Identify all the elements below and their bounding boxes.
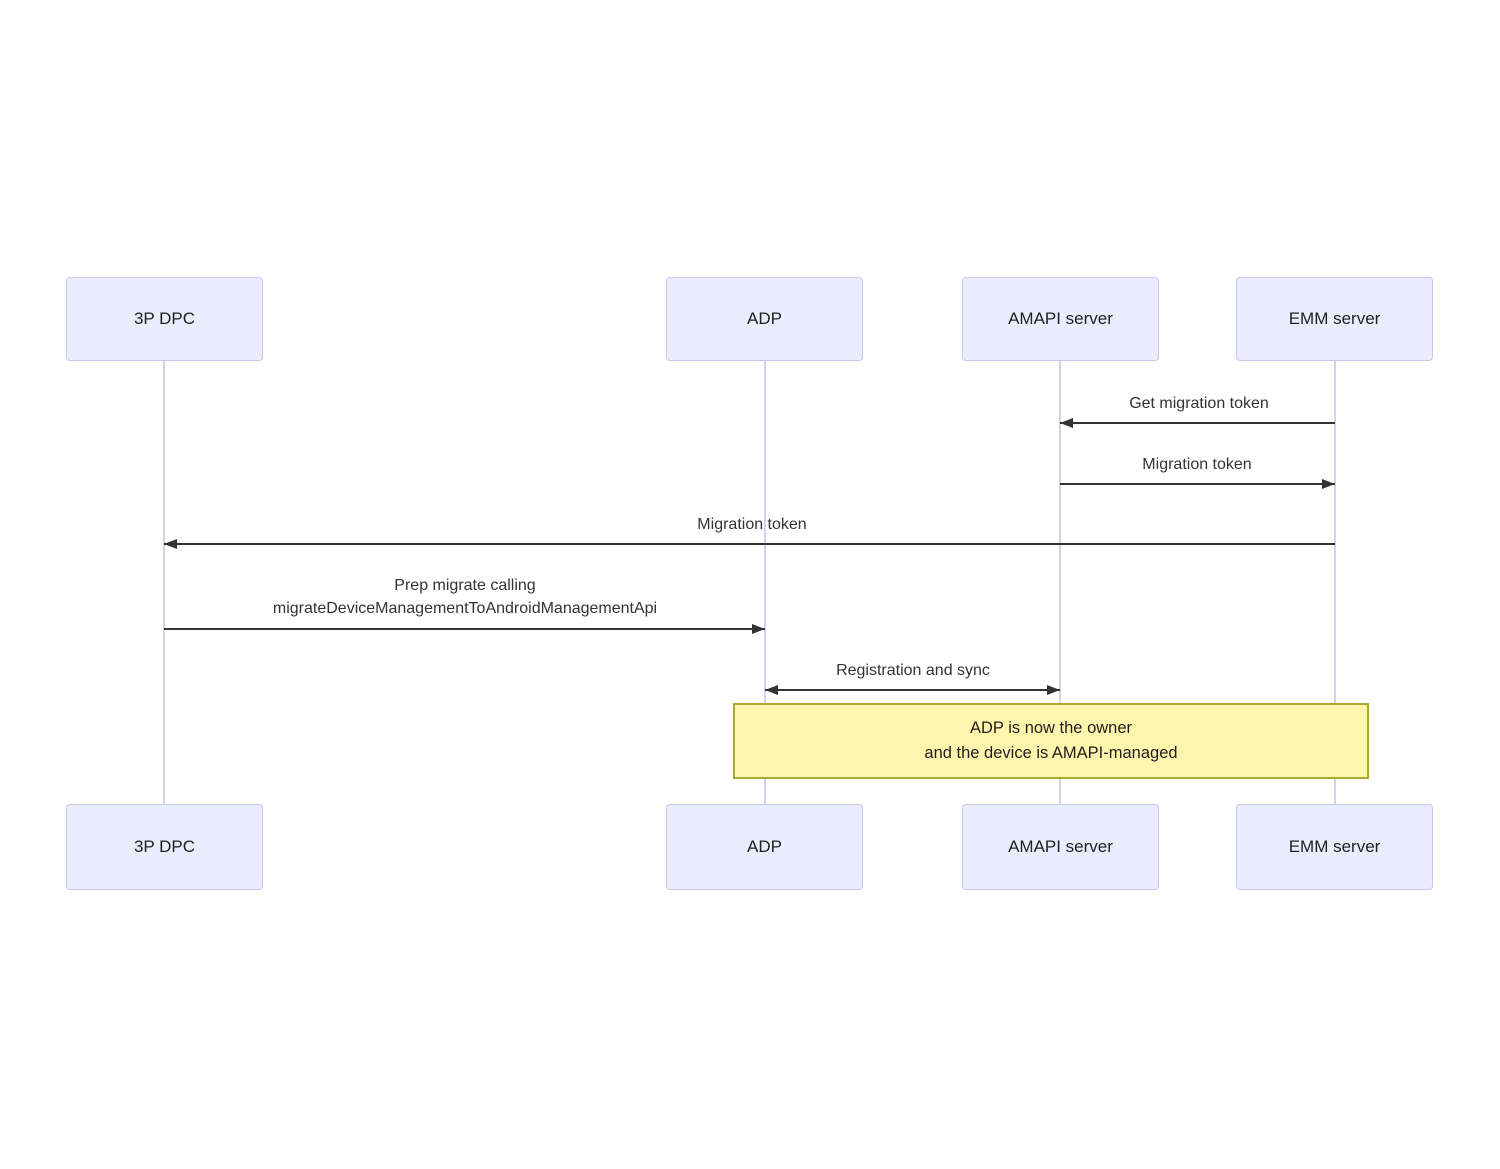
actor-amapi-server-top: AMAPI server <box>962 277 1159 361</box>
arrowhead-right-icon <box>1322 479 1335 489</box>
arrowhead-right-icon <box>1047 685 1060 695</box>
message-label-line2: migrateDeviceManagementToAndroidManageme… <box>272 600 658 617</box>
message-label: Registration and sync <box>836 662 990 679</box>
note-box: ADP is now the owner and the device is A… <box>733 703 1369 779</box>
actor-3p-dpc-top: 3P DPC <box>66 277 263 361</box>
actor-label: AMAPI server <box>1008 837 1113 856</box>
message-label: Migration token <box>1142 456 1252 473</box>
actor-emm-server-bottom: EMM server <box>1236 804 1433 890</box>
actor-label: ADP <box>747 837 782 856</box>
actor-amapi-server-bottom: AMAPI server <box>962 804 1159 890</box>
arrow-line <box>1060 483 1335 485</box>
lifeline-adp <box>764 360 766 806</box>
arrowhead-left-icon <box>1060 418 1073 428</box>
arrowhead-left-icon <box>164 539 177 549</box>
note-line1: ADP is now the owner <box>969 719 1133 737</box>
message-label-line1: Prep migrate calling <box>394 577 536 594</box>
actor-label: 3P DPC <box>133 309 196 328</box>
arrowhead-right-icon <box>752 624 765 634</box>
arrow-line <box>765 689 1060 691</box>
actor-label: ADP <box>747 309 782 328</box>
message-label: Migration token <box>697 516 807 533</box>
actor-label: 3P DPC <box>133 837 196 856</box>
message-label: Get migration token <box>1129 395 1269 412</box>
actor-adp-top: ADP <box>666 277 863 361</box>
lifeline-3p-dpc <box>163 360 165 806</box>
arrow-line <box>164 543 1335 545</box>
arrow-line <box>164 628 765 630</box>
actor-label: EMM server <box>1288 837 1381 856</box>
message-label: Prep migrate calling migrateDeviceManage… <box>273 574 657 620</box>
lifeline-emm-server <box>1334 360 1336 806</box>
arrow-line <box>1060 422 1335 424</box>
lifeline-amapi-server <box>1059 360 1061 806</box>
actor-emm-server-top: EMM server <box>1236 277 1433 361</box>
actor-label: EMM server <box>1288 309 1381 328</box>
actor-adp-bottom: ADP <box>666 804 863 890</box>
actor-label: AMAPI server <box>1008 309 1113 328</box>
arrowhead-left-icon <box>765 685 778 695</box>
actor-3p-dpc-bottom: 3P DPC <box>66 804 263 890</box>
note-line2: and the device is AMAPI-managed <box>924 744 1178 762</box>
